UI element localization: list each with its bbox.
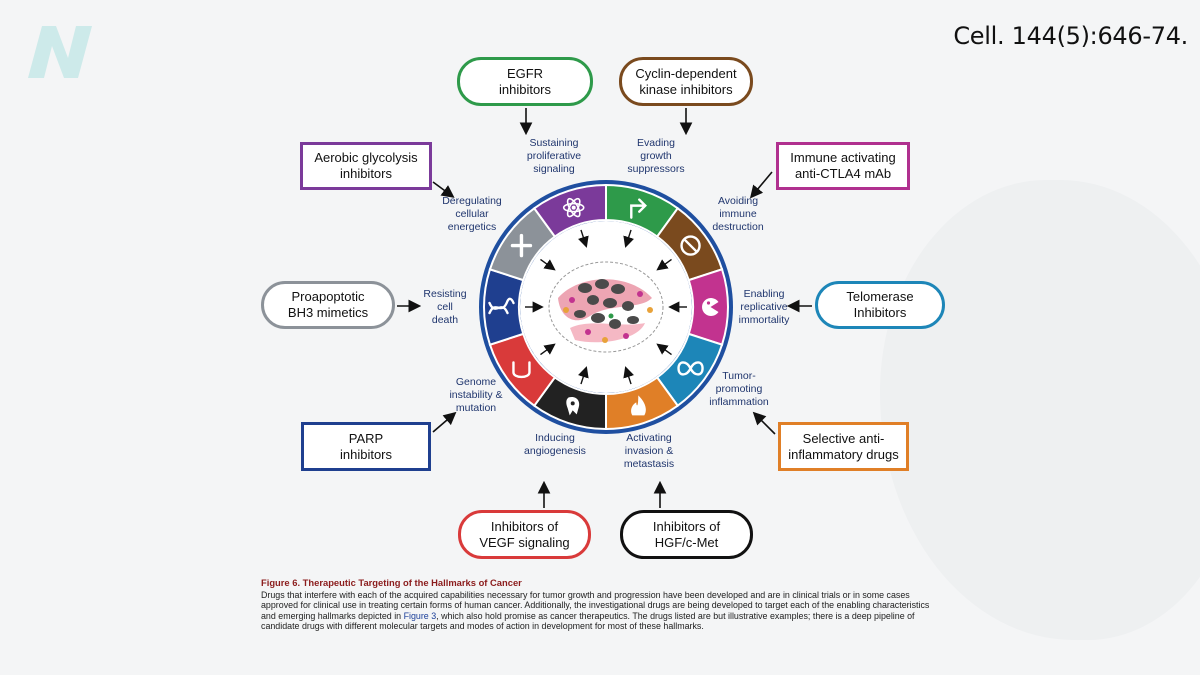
figure-caption: Figure 6. Therapeutic Targeting of the H… — [261, 577, 939, 632]
inner-arrow-invasion — [577, 366, 589, 385]
inner-arrow-death — [540, 258, 556, 271]
drug-arrow-antiinflam — [752, 411, 776, 435]
hallmark-proliferative: Sustaining proliferative signaling — [526, 137, 582, 175]
caption-title: Figure 6. Therapeutic Targeting of the H… — [261, 577, 522, 588]
inner-arrow-growth — [656, 258, 672, 271]
pacman-cell-icon — [702, 298, 719, 316]
hallmark-growth-suppressors: Evading growth suppressors — [627, 137, 685, 175]
drug-arrow-parp — [432, 411, 457, 433]
telomerase-inhibitors-box: Telomerase Inhibitors — [815, 281, 945, 329]
drug-arrow-ctla4 — [749, 171, 773, 199]
dna-icon — [488, 297, 515, 315]
inner-arrow-inflammation — [623, 366, 635, 385]
hallmark-angiogenesis: Inducing angiogenesis — [524, 432, 586, 457]
inner-arrow-energetics — [577, 229, 589, 248]
hgf-cmet-inhibitors-box: Inhibitors of HGF/c-Met — [620, 510, 753, 559]
cross-icon — [510, 233, 533, 258]
hallmark-invasion: Activating invasion & metastasis — [623, 432, 675, 470]
hallmark-immune: Avoiding immune destruction — [712, 195, 764, 233]
arrow-up-right-icon — [630, 198, 647, 219]
blood-vessel-icon — [512, 361, 531, 379]
vegf-inhibitors-box: Inhibitors of VEGF signaling — [458, 510, 591, 559]
drug-arrow-glycolysis — [432, 181, 455, 198]
inner-arrow-replicative — [656, 343, 672, 356]
flame-icon — [631, 395, 646, 416]
atom-icon — [562, 197, 585, 218]
hallmark-genome: Genome instability & mutation — [449, 376, 503, 414]
caption-body-start: Drugs that interfere with each of the ac… — [261, 589, 930, 621]
anti-ctla4-box: Immune activating anti-CTLA4 mAb — [776, 142, 910, 190]
parp-inhibitors-box: PARP inhibitors — [301, 422, 431, 471]
cdk-inhibitors-box: Cyclin-dependent kinase inhibitors — [619, 57, 753, 106]
hallmark-energetics: Deregulating cellular energetics — [442, 195, 502, 233]
hallmarks-wheel — [397, 108, 812, 508]
glycolysis-inhibitors-box: Aerobic glycolysis inhibitors — [300, 142, 432, 190]
bh3-mimetics-box: Proapoptotic BH3 mimetics — [261, 281, 395, 329]
no-entry-icon — [680, 235, 701, 256]
caption-body-end: , which also hold promise as cancer ther… — [261, 610, 915, 632]
background-shape — [880, 180, 1200, 640]
hallmarks-figure: EGFR inhibitors Cyclin-dependent kinase … — [240, 48, 970, 588]
tumor-illustration — [548, 261, 664, 353]
hallmark-replicative: Enabling replicative immortality — [738, 288, 790, 326]
anti-inflammatory-drugs-box: Selective anti- inflammatory drugs — [778, 422, 909, 471]
figure-3-link[interactable]: Figure 3 — [403, 610, 437, 621]
brand-logo — [28, 26, 92, 78]
citation: Cell. 144(5):646-74. — [953, 22, 1188, 50]
inner-arrow-angiogenesis — [540, 343, 556, 356]
hallmark-cell-death: Resisting cell death — [423, 288, 467, 326]
infinity-icon — [677, 361, 704, 376]
hallmark-inflammation: Tumor- promoting inflammation — [709, 370, 769, 408]
inner-arrow-proliferative — [623, 229, 635, 248]
migrating-cell-icon — [566, 396, 580, 416]
egfr-inhibitors-box: EGFR inhibitors — [457, 57, 593, 106]
